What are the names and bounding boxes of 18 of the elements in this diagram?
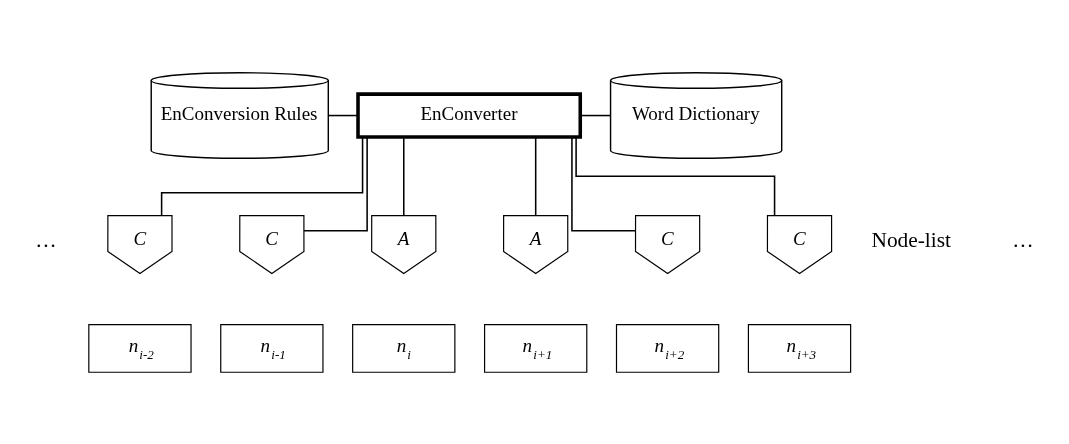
node-box: EnConverter <box>356 91 583 139</box>
node-box: n$_{i+1}$ <box>484 323 588 373</box>
connector <box>303 135 368 232</box>
connector <box>403 136 405 216</box>
label: Node-list <box>871 227 952 252</box>
connector <box>160 135 364 216</box>
node-box: n$_{i+3}$ <box>747 323 852 373</box>
label: … <box>35 227 57 252</box>
connector <box>579 114 612 116</box>
node-box: n$_{i-1}$ <box>220 323 324 373</box>
connector <box>534 136 537 216</box>
connector <box>571 135 636 232</box>
label: … <box>1012 227 1034 252</box>
connector <box>327 114 359 116</box>
node-box: n$_{i-2}$ <box>88 323 192 373</box>
node-box: n$_{i+2}$ <box>615 323 720 373</box>
node-box: n$_{i}$ <box>352 323 456 373</box>
connector <box>575 135 776 216</box>
